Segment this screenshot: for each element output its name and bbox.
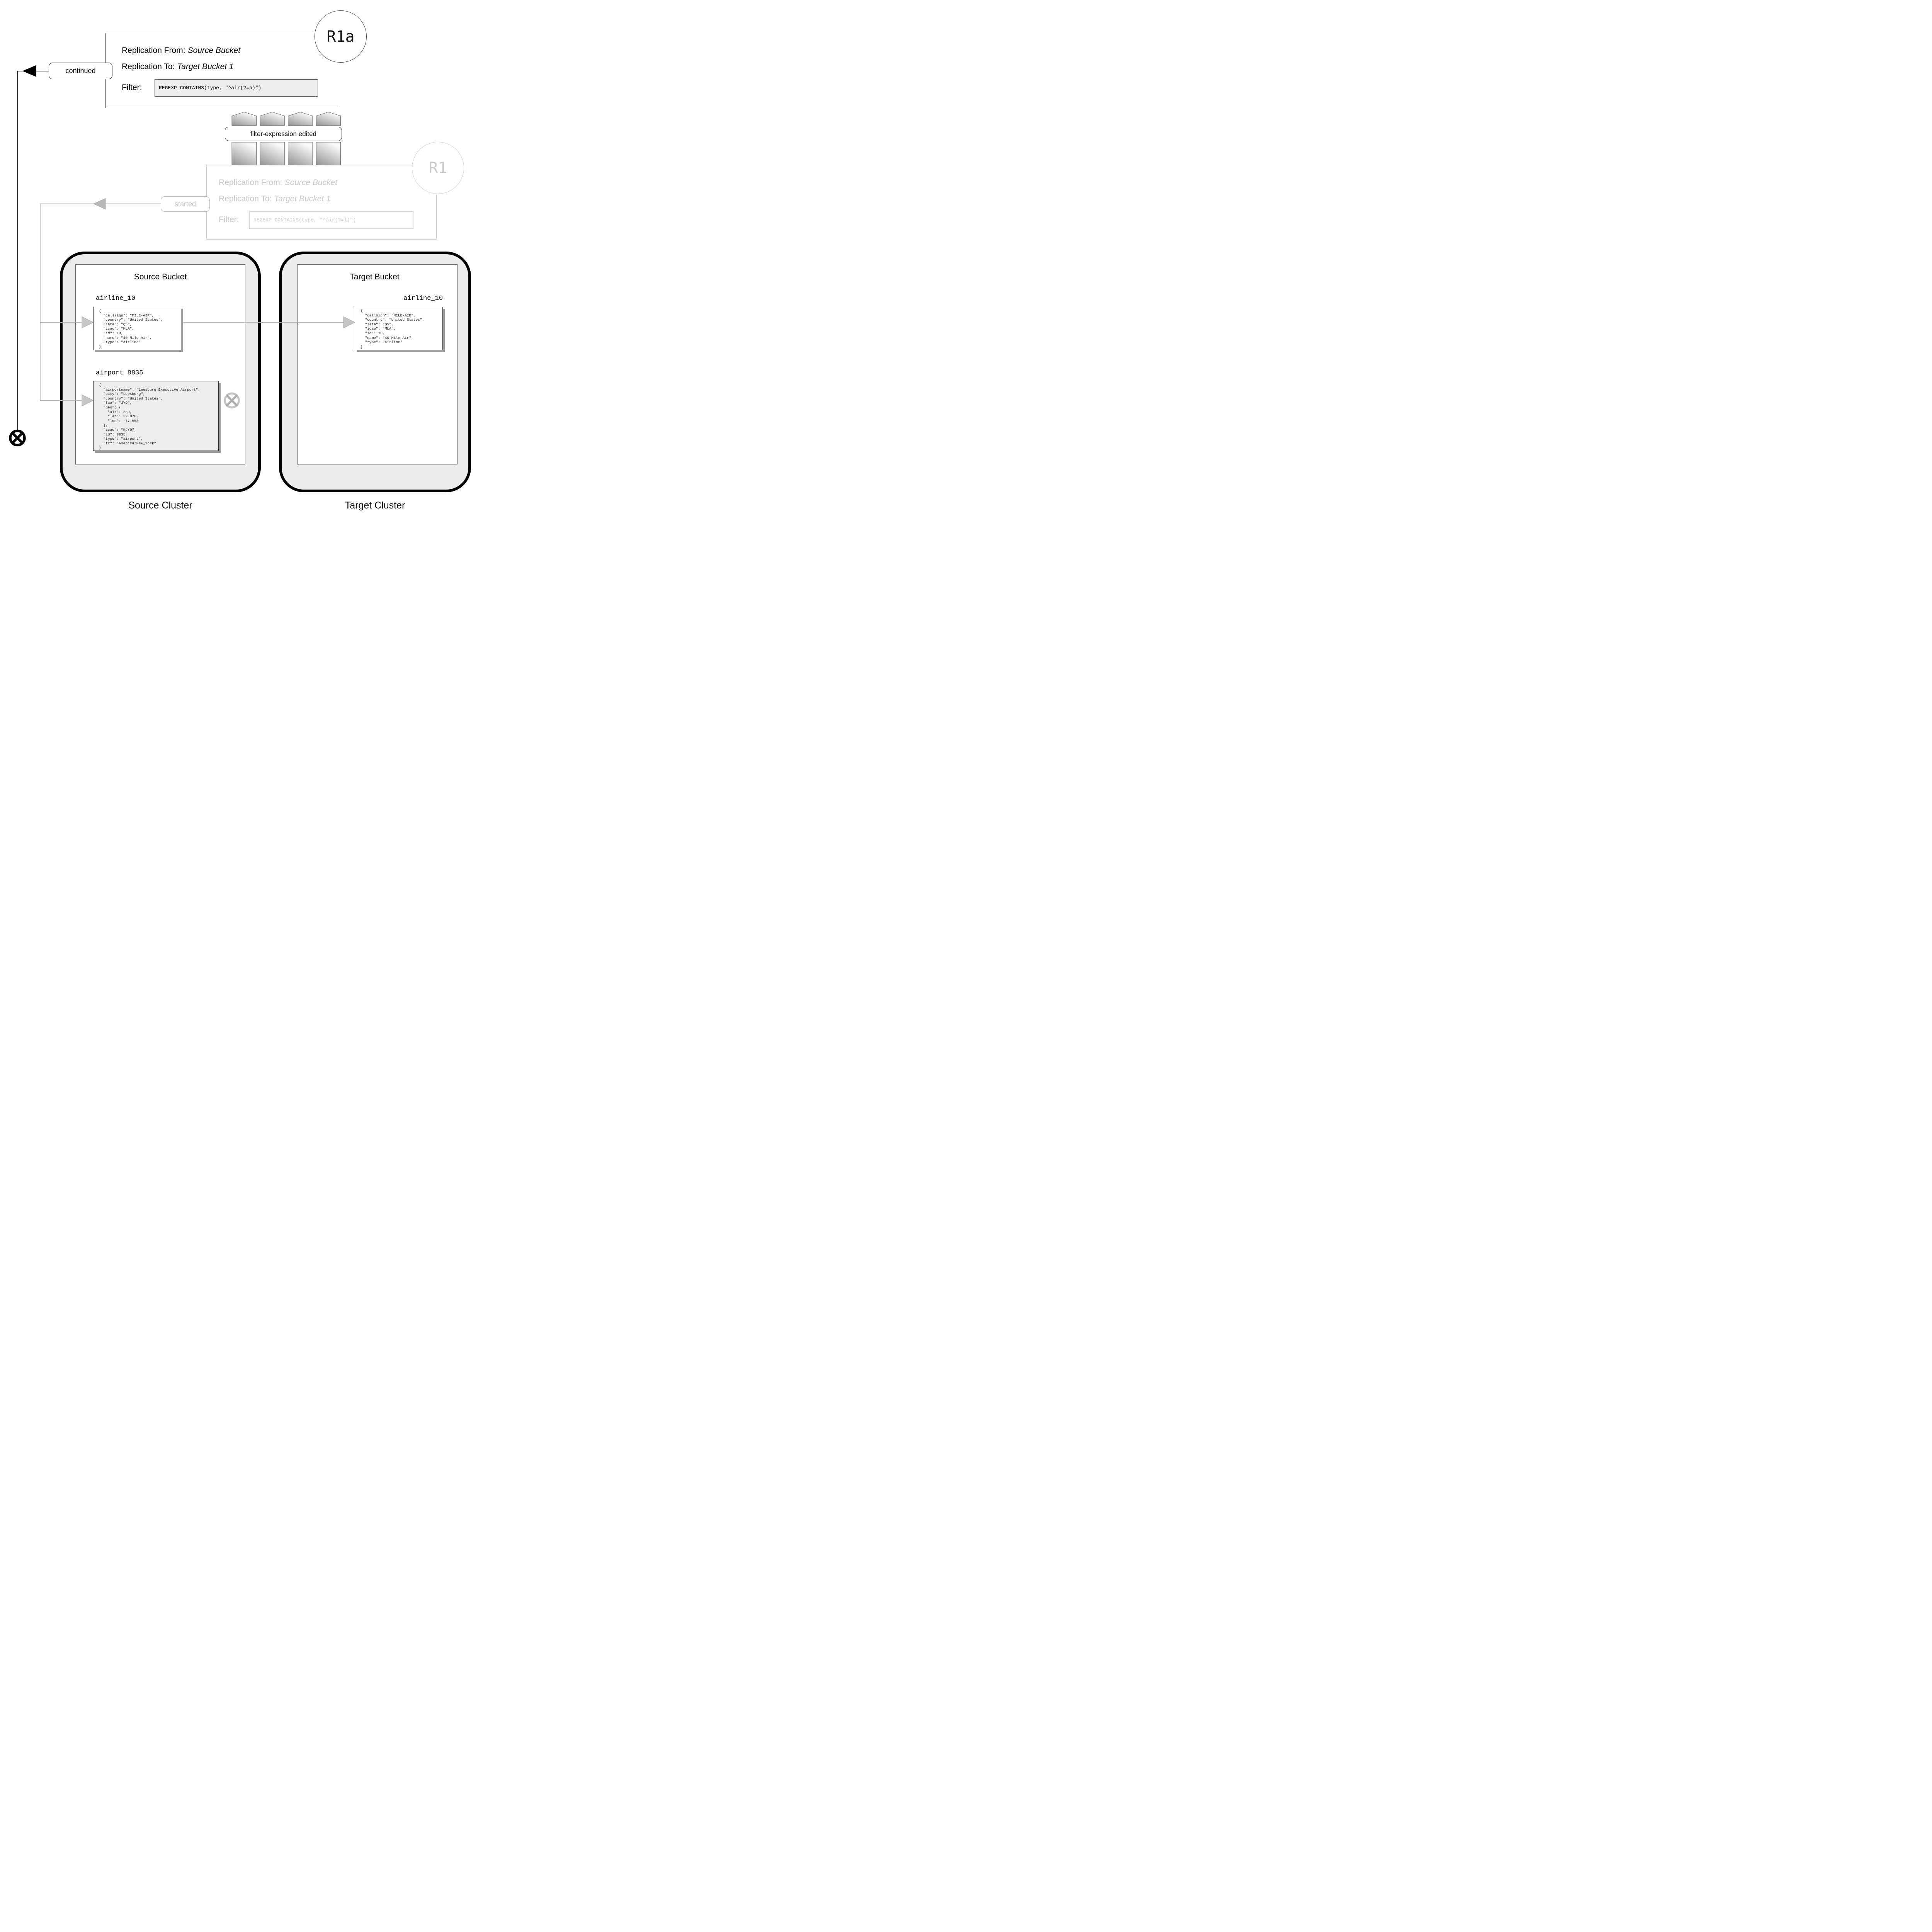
source-bucket-title: Source Bucket (134, 272, 187, 281)
r1a-badge: R1a (315, 10, 367, 63)
continued-arrow-path (9, 65, 49, 447)
gray-right-arrowhead-icon (82, 316, 94, 328)
r1-filter-label: Filter: (219, 215, 239, 224)
xdcr-filter-diagram: Replication From:Source Bucket Replicati… (0, 0, 484, 519)
r1a-from-label: Replication From: (122, 46, 185, 55)
target-bucket-title: Target Bucket (350, 272, 400, 281)
target-doc-airline-id: airline_10 (403, 295, 443, 302)
up-arrowhead-icon (316, 112, 341, 126)
r1a-filter-label: Filter: (122, 83, 142, 92)
r1-from-label: Replication From: (219, 178, 282, 187)
r1-to-label: Replication To: (219, 194, 272, 203)
connector-layer (9, 65, 355, 447)
r1-badge: R1 (412, 142, 464, 194)
r1-replication-to: Replication To:Target Bucket 1 (219, 194, 331, 204)
r1a-filter-expression: REGEXP_CONTAINS(type, "^air(?=p)") (155, 79, 318, 97)
continued-label: continued (49, 63, 112, 79)
source-cluster-title: Source Cluster (128, 500, 192, 511)
edit-flow-arrows (231, 112, 341, 166)
no-replication-icon (9, 429, 26, 447)
r1-filter-expression: REGEXP_CONTAINS(type, "^air(?=l)") (249, 211, 413, 229)
source-doc-airport: { "airportname": "Leesburg Executive Air… (93, 381, 219, 451)
source-doc-airport-id: airport_8835 (96, 369, 143, 377)
target-cluster-container (279, 252, 471, 492)
target-doc-airline-json: { "callsign": "MILE-AIR", "country": "Un… (361, 309, 425, 349)
source-doc-airport-json: { "airportname": "Leesburg Executive Air… (99, 383, 201, 450)
started-label: started (161, 196, 210, 212)
arrow-shaft (288, 142, 313, 166)
up-arrowhead-icon (288, 112, 313, 126)
r1-from-value: Source Bucket (284, 178, 338, 187)
filtered-out-icon (224, 392, 240, 409)
source-doc-airline: { "callsign": "MILE-AIR", "country": "Un… (93, 307, 181, 350)
up-arrowhead-icon (260, 112, 285, 126)
gray-right-arrowhead-icon (343, 316, 355, 328)
r1a-from-value: Source Bucket (187, 46, 241, 55)
r1-replication-from: Replication From:Source Bucket (219, 178, 337, 187)
source-doc-airline-json: { "callsign": "MILE-AIR", "country": "Un… (99, 309, 163, 349)
r1a-replication-to: Replication To:Target Bucket 1 (122, 62, 234, 71)
r1a-to-value: Target Bucket 1 (177, 62, 234, 71)
left-arrowhead-icon (22, 65, 36, 77)
started-arrow-path (40, 198, 355, 409)
r1-to-value: Target Bucket 1 (274, 194, 331, 203)
target-bucket-box (297, 264, 457, 464)
filter-expression-edited-label: filter-expression edited (225, 127, 342, 141)
arrow-shaft (231, 142, 257, 166)
target-doc-airline: { "callsign": "MILE-AIR", "country": "Un… (355, 307, 443, 350)
up-arrowhead-icon (231, 112, 257, 126)
target-cluster-title: Target Cluster (345, 500, 405, 511)
arrow-shaft (316, 142, 341, 166)
gray-left-arrowhead-icon (93, 198, 106, 210)
source-doc-airline-id: airline_10 (96, 295, 136, 302)
r1a-to-label: Replication To: (122, 62, 175, 71)
gray-right-arrowhead-icon (82, 394, 94, 406)
arrow-shaft (260, 142, 285, 166)
r1a-replication-from: Replication From:Source Bucket (122, 46, 240, 55)
